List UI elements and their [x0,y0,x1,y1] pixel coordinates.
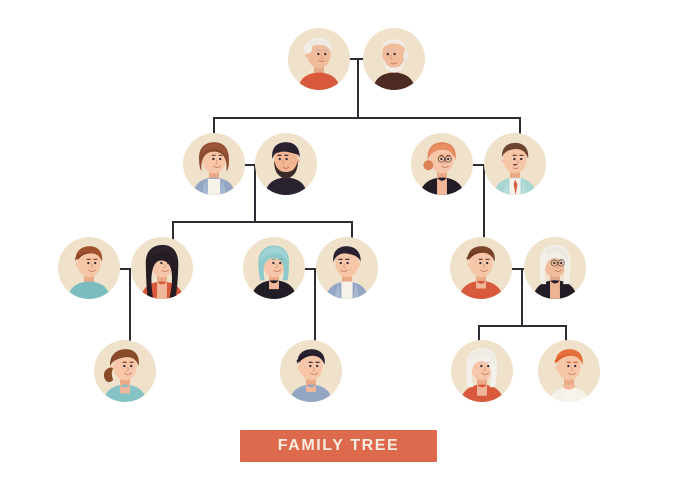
connector-line [172,221,174,241]
avatar-illustration [549,349,589,402]
avatar-illustration [192,142,236,195]
avatar-g3-son-left[interactable] [58,237,120,299]
connector-line [478,325,566,327]
connector-line [129,268,131,344]
avatar-illustration [532,245,578,299]
avatar-g4-girl-right[interactable] [451,340,513,402]
family-tree-badge: FAMILY TREE [240,430,437,462]
avatar-g2-mother-right[interactable] [411,133,473,195]
avatar-g4-girl-left[interactable] [94,340,156,402]
avatar-illustration [460,348,504,402]
avatar-illustration [67,246,111,299]
connector-line [478,325,480,345]
avatar-illustration [140,245,184,299]
avatar-g3-wife-left[interactable] [131,237,193,299]
avatar-g2-mother-left[interactable] [183,133,245,195]
avatar-g4-boy-right[interactable] [538,340,600,402]
connector-line [213,117,521,119]
avatar-illustration [297,37,341,90]
connector-line [565,325,567,345]
connector-line [254,164,256,222]
avatar-g2-father-left[interactable] [255,133,317,195]
connector-line [357,58,359,118]
avatar-illustration [251,245,297,299]
connector-line [351,221,353,241]
avatar-illustration [372,39,416,90]
connector-line [521,268,523,326]
avatar-illustration [458,246,504,299]
avatar-illustration [264,142,308,195]
avatar-g3-husband-mid[interactable] [316,237,378,299]
connector-line [344,58,378,60]
avatar-g3-daughter-mid[interactable] [243,237,305,299]
connector-line [519,117,521,137]
connector-line [172,221,352,223]
avatar-g3-wife-right[interactable] [524,237,586,299]
connector-line [213,117,215,137]
avatar-illustration [493,142,537,195]
connector-line [483,164,485,242]
avatar-illustration [103,349,147,402]
avatar-g1-grandfather[interactable] [363,28,425,90]
avatar-g2-father-right[interactable] [484,133,546,195]
avatar-illustration [419,142,465,195]
avatar-g4-boy-mid[interactable] [280,340,342,402]
avatar-g1-grandmother[interactable] [288,28,350,90]
avatar-illustration [289,349,333,402]
connector-line [314,268,316,344]
avatar-illustration [325,246,369,299]
avatar-g3-son-right[interactable] [450,237,512,299]
